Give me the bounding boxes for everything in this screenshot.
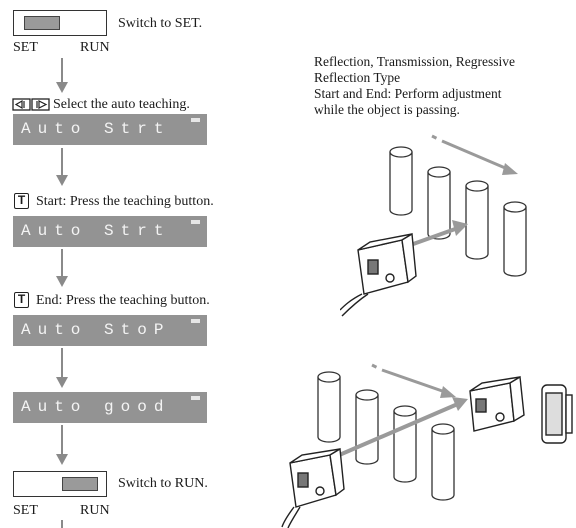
switch-set-label: SET bbox=[13, 503, 38, 518]
lcd-indicator bbox=[191, 220, 200, 224]
lcd-indicator bbox=[191, 396, 200, 400]
lcd-display-2: Auto Strt bbox=[13, 216, 207, 247]
switch-knob bbox=[62, 477, 98, 491]
object-cylinder bbox=[431, 423, 455, 501]
object-cylinder bbox=[389, 146, 413, 216]
switch-run-label: RUN bbox=[80, 40, 110, 55]
object-cylinder bbox=[427, 166, 451, 240]
left-right-arrow-keys-icon[interactable] bbox=[12, 98, 50, 111]
motion-arrow bbox=[431, 134, 518, 175]
lcd-display-4: Auto good bbox=[13, 392, 207, 423]
lcd-text: Auto good bbox=[21, 398, 171, 416]
description-line: Reflection Type bbox=[314, 70, 401, 85]
switch-set-label: SET bbox=[13, 40, 38, 55]
motion-arrow bbox=[371, 363, 456, 398]
switch-run-label: RUN bbox=[80, 503, 110, 518]
flow-arrow bbox=[56, 58, 68, 93]
lcd-indicator bbox=[191, 319, 200, 323]
object-cylinder bbox=[355, 389, 379, 465]
mode-switch-set[interactable] bbox=[13, 10, 107, 36]
teach-button-icon[interactable]: T bbox=[14, 292, 29, 308]
photoelectric-sensor bbox=[340, 232, 417, 317]
select-auto-teaching-label: Select the auto teaching. bbox=[53, 97, 190, 112]
description-line: Reflection, Transmission, Regressive bbox=[314, 54, 515, 69]
lcd-display-1: Auto Strt bbox=[13, 114, 207, 145]
description-line: while the object is passing. bbox=[314, 102, 460, 117]
reflector-plate bbox=[541, 384, 573, 444]
teach-button-icon[interactable]: T bbox=[14, 193, 29, 209]
receiver-sensor bbox=[469, 375, 525, 432]
switch-knob bbox=[24, 16, 60, 30]
start-press-teaching-label: Start: Press the teaching button. bbox=[36, 194, 214, 209]
description-line: Start and End: Perform adjustment bbox=[314, 86, 502, 101]
object-cylinder bbox=[393, 405, 417, 483]
object-cylinder bbox=[503, 201, 527, 277]
object-cylinder bbox=[465, 180, 489, 260]
object-cylinder bbox=[317, 371, 341, 443]
reflection-type-illustration bbox=[340, 134, 527, 317]
lcd-display-3: Auto StoP bbox=[13, 315, 207, 346]
sensor-beam-arrow bbox=[329, 397, 468, 461]
flow-arrow bbox=[56, 148, 68, 186]
description-block: Reflection, Transmission, Regressive Ref… bbox=[314, 54, 515, 118]
photoelectric-sensor bbox=[281, 447, 345, 528]
lcd-indicator bbox=[191, 118, 200, 122]
lcd-text: Auto Strt bbox=[21, 222, 171, 240]
mode-switch-run[interactable] bbox=[13, 471, 107, 497]
flow-arrow bbox=[56, 348, 68, 388]
flow-arrow bbox=[56, 425, 68, 465]
transmission-type-illustration bbox=[281, 363, 573, 528]
flow-arrow-continued bbox=[61, 520, 63, 528]
lcd-text: Auto StoP bbox=[21, 321, 171, 339]
flow-arrow bbox=[56, 249, 68, 287]
lcd-text: Auto Strt bbox=[21, 120, 171, 138]
switch-to-set-label: Switch to SET. bbox=[118, 16, 203, 31]
end-press-teaching-label: End: Press the teaching button. bbox=[36, 293, 210, 308]
switch-to-run-label: Switch to RUN. bbox=[118, 476, 208, 491]
